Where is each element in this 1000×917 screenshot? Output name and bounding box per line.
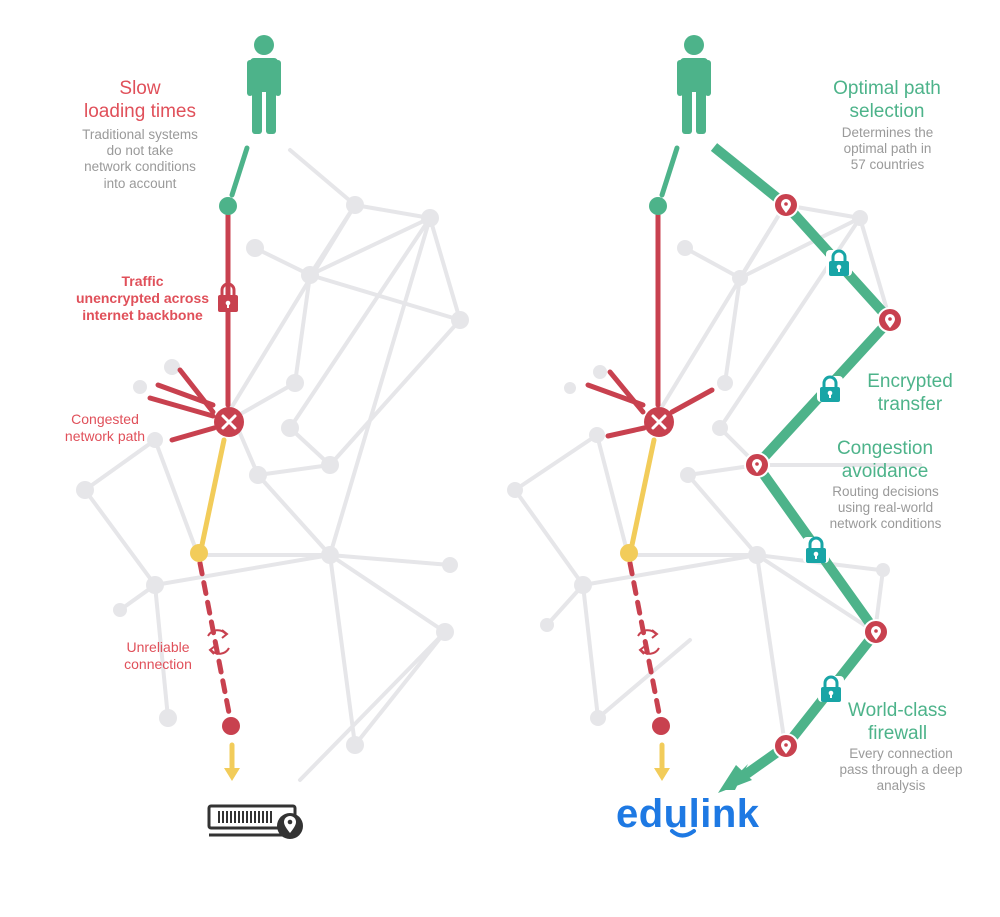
- congestion-avoidance-desc: Routing decisions using real-world netwo…: [829, 484, 942, 532]
- firewall-title: World-class firewall: [848, 700, 947, 744]
- map-pin-icon: [773, 192, 799, 218]
- congestion-x-icon: [214, 407, 244, 437]
- lock-icon: [803, 536, 829, 563]
- end-node: [652, 717, 670, 735]
- map-pin-icon: [877, 307, 903, 333]
- unreliable-connection-label: Unreliable connection: [124, 639, 192, 672]
- lock-icon: [218, 282, 238, 312]
- slow-loading-title: Slow loading times: [84, 78, 196, 122]
- yellow-node: [620, 544, 638, 562]
- firewall-desc: Every connection pass through a deep ana…: [839, 746, 963, 794]
- traffic-unencrypted-label: Traffic unencrypted across internet back…: [75, 273, 210, 323]
- slow-loading-desc: Traditional systems do not take network …: [82, 127, 198, 191]
- congestion-avoidance-title: Congestion avoidance: [836, 438, 934, 482]
- yellow-node: [190, 544, 208, 562]
- brand-smile-icon: [670, 829, 696, 838]
- lock-icon: [818, 675, 844, 702]
- start-node: [649, 197, 667, 215]
- map-pin-icon: [863, 619, 889, 645]
- congestion-x-icon: [644, 407, 674, 437]
- lock-icon: [826, 249, 852, 276]
- server-pin-icon: [207, 804, 303, 839]
- edulink-logo: edulink: [616, 792, 760, 836]
- right-old-route: [585, 145, 715, 773]
- map-pin-icon: [744, 452, 770, 478]
- lock-icon: [817, 375, 843, 402]
- congested-path-label: Congested network path: [64, 411, 146, 444]
- map-pin-icon: [773, 733, 799, 759]
- left-arrow-down-icon: [224, 768, 240, 781]
- person-icon: [677, 35, 711, 134]
- reload-icon: [207, 629, 230, 655]
- optimal-path-title: Optimal path selection: [833, 78, 941, 122]
- start-node: [219, 197, 237, 215]
- right-arrow-down-icon: [654, 768, 670, 781]
- end-node: [222, 717, 240, 735]
- encrypted-transfer-title: Encrypted transfer: [867, 371, 953, 415]
- left-mesh-nodes: [76, 196, 469, 754]
- left-mesh: [83, 148, 462, 782]
- reload-icon: [637, 629, 660, 655]
- person-icon: [247, 35, 281, 134]
- right-mesh-nodes: [507, 210, 890, 726]
- optimal-path-desc: Determines the optimal path in 57 countr…: [841, 125, 934, 173]
